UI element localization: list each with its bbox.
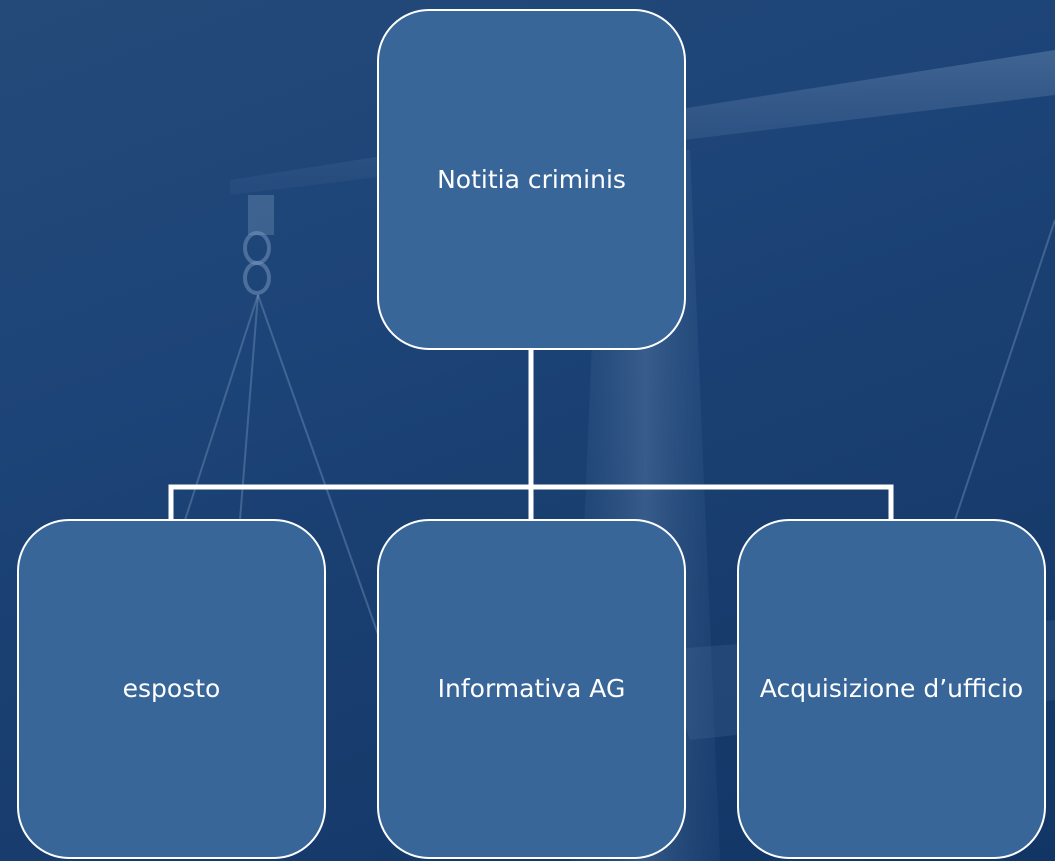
node-child-label: Informativa AG xyxy=(437,674,626,703)
node-child-acquisizione: Acquisizione d’ufficio xyxy=(737,519,1046,859)
node-child-informativa: Informativa AG xyxy=(377,519,686,859)
node-child-label: Acquisizione d’ufficio xyxy=(759,674,1024,703)
node-child-esposto: esposto xyxy=(17,519,326,859)
node-child-label: esposto xyxy=(122,674,221,703)
node-root-label: Notitia criminis xyxy=(437,164,626,194)
node-root: Notitia criminis xyxy=(377,9,686,350)
